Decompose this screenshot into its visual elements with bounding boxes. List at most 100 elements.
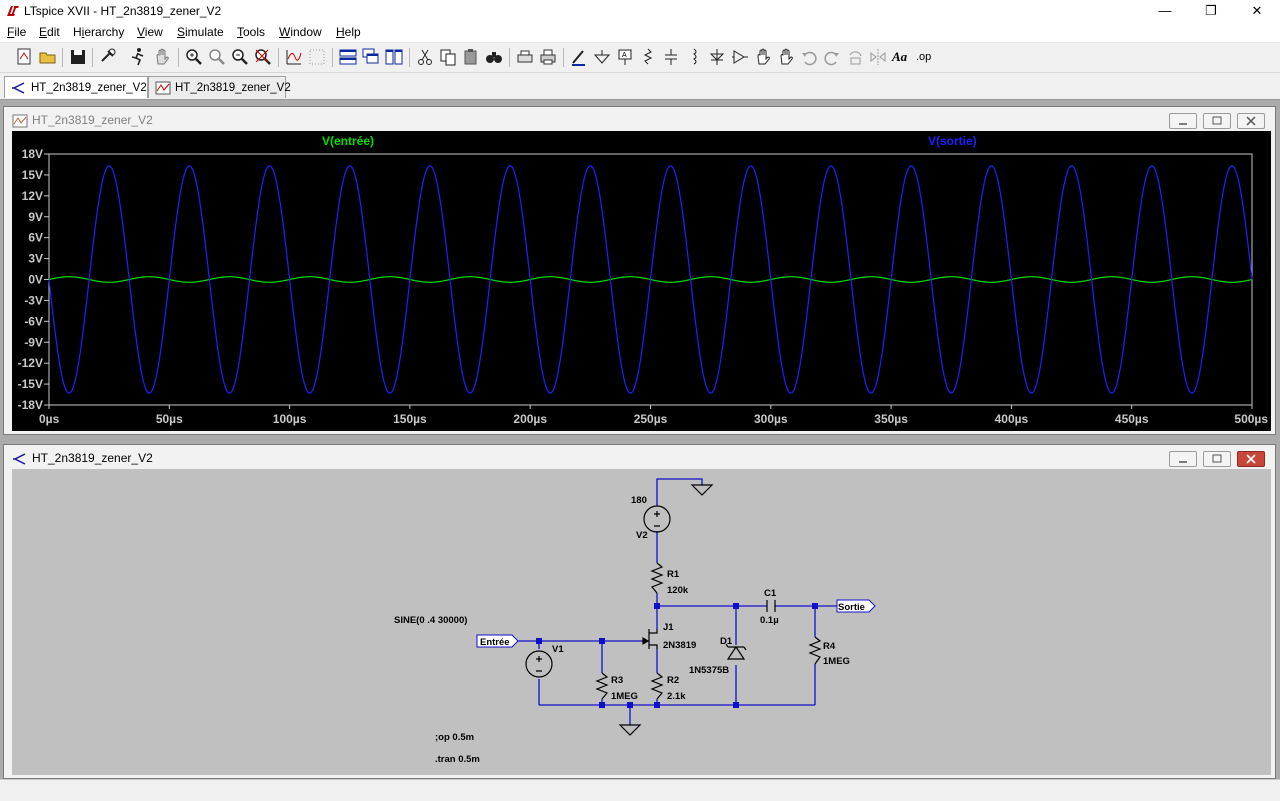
run-icon[interactable]	[128, 47, 148, 67]
schematic-minimize-button[interactable]	[1169, 451, 1197, 467]
waveform-close-button[interactable]	[1237, 113, 1265, 129]
ground-symbol-bottom[interactable]	[618, 724, 642, 736]
zener-diode-d1[interactable]	[725, 643, 747, 660]
schematic-drawing: Entrée Sortie 180 V2 R1 120k C1 0.1µ J1 …	[394, 478, 876, 765]
pan-icon[interactable]	[207, 47, 227, 67]
v1-name-label: V1	[552, 644, 564, 655]
schematic-window-icon	[13, 453, 26, 465]
menu-file[interactable]: File	[7, 25, 27, 39]
cut-icon[interactable]	[415, 47, 435, 67]
y-tick-label: -12V	[18, 356, 43, 370]
label-net-icon[interactable]: A	[615, 47, 635, 67]
x-tick-label: 0µs	[39, 412, 60, 426]
document-tab-bar: HT_2n3819_zener_V2 HT_2n3819_zener_V2	[0, 73, 1280, 100]
inductor-icon[interactable]	[684, 47, 704, 67]
find-icon[interactable]	[484, 47, 504, 67]
cascade-icon[interactable]	[361, 47, 381, 67]
copy-icon[interactable]	[438, 47, 458, 67]
draw-wire-icon[interactable]	[569, 47, 589, 67]
redo-icon[interactable]	[822, 47, 842, 67]
menu-simulate[interactable]: Simulate	[177, 25, 224, 39]
resistor-r4[interactable]	[808, 636, 822, 665]
schematic-close-button[interactable]	[1237, 451, 1265, 467]
ground-symbol-top[interactable]	[690, 484, 714, 496]
schematic-canvas[interactable]: Entrée Sortie 180 V2 R1 120k C1 0.1µ J1 …	[12, 469, 1271, 775]
rotate-icon[interactable]	[845, 47, 865, 67]
spice-directive-icon[interactable]: .op	[916, 51, 932, 63]
zoom-fit-icon[interactable]	[253, 47, 273, 67]
net-label-entree[interactable]: Entrée	[476, 634, 519, 648]
drag-icon[interactable]	[776, 47, 796, 67]
schematic-restore-button[interactable]	[1203, 451, 1231, 467]
menu-window[interactable]: Window	[279, 25, 322, 39]
x-tick-label: 100µs	[273, 412, 307, 426]
tab-waveform-label: HT_2n3819_zener_V2	[175, 82, 291, 94]
legend-v-entree[interactable]: V(entrée)	[322, 134, 374, 148]
trace-v-sortie[interactable]	[48, 165, 1253, 394]
capacitor-icon[interactable]	[661, 47, 681, 67]
menu-help[interactable]: Help	[336, 25, 361, 39]
tile-horizontal-icon[interactable]	[338, 47, 358, 67]
x-tick-label: 150µs	[393, 412, 427, 426]
zoom-in-icon[interactable]	[184, 47, 204, 67]
control-panel-icon[interactable]	[98, 47, 118, 67]
net-label-sortie[interactable]: Sortie	[836, 599, 876, 613]
waveform-restore-button[interactable]	[1203, 113, 1231, 129]
op-directive[interactable]: ;op 0.5m	[435, 732, 474, 743]
waveform-icon	[155, 81, 171, 95]
voltage-source-v1[interactable]	[525, 650, 553, 678]
resistor-r2[interactable]	[650, 672, 664, 700]
menu-edit[interactable]: Edit	[39, 25, 60, 39]
close-button[interactable]: ✕	[1251, 3, 1263, 18]
j1-model-label: 2N3819	[663, 640, 696, 651]
title-bar: LTspice XVII - HT_2n3819_zener_V2 — ❐ ✕	[0, 0, 1280, 22]
jfet-j1[interactable]	[642, 629, 658, 649]
print-setup-icon[interactable]	[515, 47, 535, 67]
resistor-r1[interactable]	[650, 562, 664, 594]
text-icon[interactable]: Aa	[892, 49, 908, 64]
svg-text:A: A	[622, 52, 627, 59]
x-tick-label: 250µs	[634, 412, 668, 426]
r1-name-label: R1	[667, 569, 680, 580]
print-icon[interactable]	[538, 47, 558, 67]
new-schematic-icon[interactable]	[14, 47, 34, 67]
undo-icon[interactable]	[799, 47, 819, 67]
paste-icon[interactable]	[461, 47, 481, 67]
resistor-icon[interactable]	[638, 47, 658, 67]
menu-hierarchy[interactable]: Hierarchy	[73, 25, 125, 39]
voltage-source-v2[interactable]	[643, 505, 671, 533]
r2-name-label: R2	[667, 675, 679, 686]
y-tick-label: 15V	[22, 168, 43, 182]
tab-waveform[interactable]: HT_2n3819_zener_V2	[148, 76, 291, 98]
y-tick-label: 9V	[28, 210, 43, 224]
move-icon[interactable]	[753, 47, 773, 67]
halt-icon[interactable]	[152, 47, 172, 67]
ground-icon[interactable]	[592, 47, 612, 67]
c1-value-label: 0.1µ	[760, 615, 779, 626]
minimize-button[interactable]: —	[1158, 3, 1172, 18]
tran-directive[interactable]: .tran 0.5m	[435, 754, 480, 765]
menu-tools[interactable]: Tools	[237, 25, 266, 39]
j1-name-label: J1	[663, 622, 674, 633]
waveform-window-title: HT_2n3819_zener_V2	[32, 113, 153, 127]
wires	[517, 478, 837, 725]
tile-vertical-icon[interactable]	[384, 47, 404, 67]
capacitor-c1[interactable]	[766, 600, 776, 612]
waveform-minimize-button[interactable]	[1169, 113, 1197, 129]
autorange-icon[interactable]	[284, 47, 304, 67]
maximize-button[interactable]: ❐	[1205, 3, 1217, 18]
resistor-r3[interactable]	[595, 672, 609, 700]
diode-icon[interactable]	[707, 47, 727, 67]
save-icon[interactable]	[68, 47, 88, 67]
grid-icon[interactable]	[307, 47, 327, 67]
mirror-icon[interactable]	[868, 47, 888, 67]
legend-v-sortie[interactable]: V(sortie)	[928, 134, 977, 148]
zoom-out-icon[interactable]	[230, 47, 250, 67]
menu-view[interactable]: View	[137, 25, 163, 39]
component-icon[interactable]	[730, 47, 750, 67]
y-tick-label: -15V	[18, 377, 43, 391]
open-icon[interactable]	[38, 47, 58, 67]
tab-schematic[interactable]: HT_2n3819_zener_V2	[4, 76, 148, 98]
